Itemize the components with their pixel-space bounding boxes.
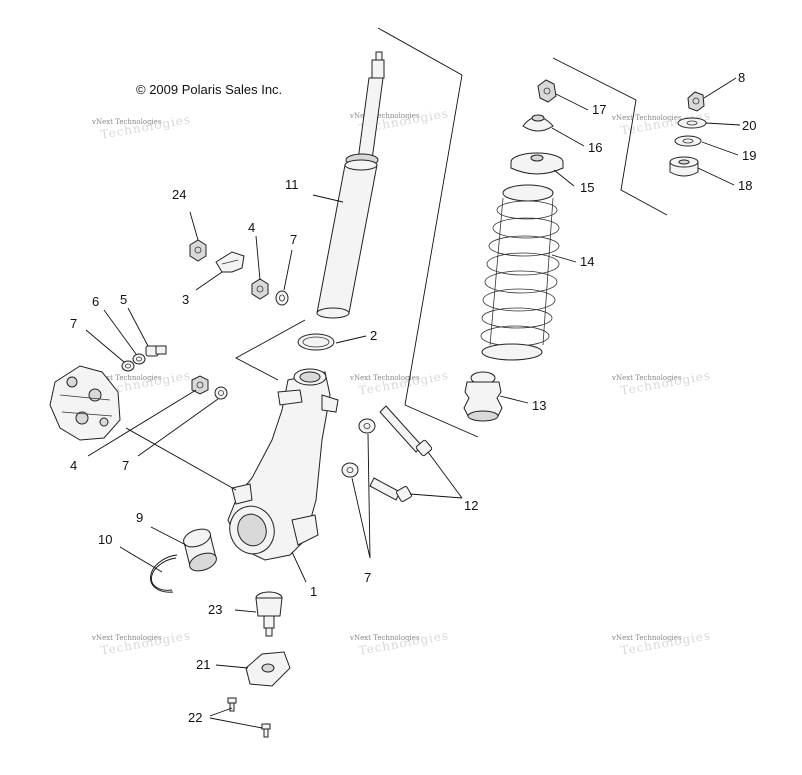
callout-10: 10 xyxy=(98,532,112,547)
callout-6: 6 xyxy=(92,294,99,309)
nut xyxy=(537,79,557,103)
callout-13: 13 xyxy=(532,398,546,413)
nut xyxy=(191,375,209,395)
bushing xyxy=(674,135,702,147)
nut xyxy=(687,91,705,112)
callout-15: 15 xyxy=(580,180,594,195)
callout-3: 3 xyxy=(182,292,189,307)
nut xyxy=(251,278,269,300)
washer xyxy=(132,353,146,365)
callout-16: 16 xyxy=(588,140,602,155)
screw xyxy=(261,723,271,738)
callout-7: 7 xyxy=(122,458,129,473)
callout-4: 4 xyxy=(248,220,255,235)
knuckle-group-bracket xyxy=(235,319,306,381)
washer xyxy=(358,418,376,434)
washer xyxy=(275,290,289,306)
callout-7: 7 xyxy=(70,316,77,331)
callout-22: 22 xyxy=(188,710,202,725)
washer xyxy=(121,360,135,372)
washer xyxy=(341,462,359,478)
mounting-plate xyxy=(245,651,291,687)
strut-body xyxy=(316,51,385,319)
callout-7: 7 xyxy=(364,570,371,585)
screw xyxy=(227,697,237,712)
callout-17: 17 xyxy=(592,102,606,117)
callout-23: 23 xyxy=(208,602,222,617)
callout-11: 11 xyxy=(285,177,299,192)
nut xyxy=(189,239,207,262)
bolt xyxy=(369,477,412,502)
callout-21: 21 xyxy=(196,657,210,672)
callout-4: 4 xyxy=(70,458,77,473)
ball-joint xyxy=(255,591,283,637)
bolt xyxy=(379,405,433,457)
callout-19: 19 xyxy=(742,148,756,163)
callout-9: 9 xyxy=(136,510,143,525)
callout-12: 12 xyxy=(464,498,478,513)
bolt xyxy=(145,345,167,357)
callout-20: 20 xyxy=(742,118,756,133)
coil-spring xyxy=(480,184,560,361)
wheel-bearing xyxy=(183,528,217,572)
washer xyxy=(677,117,707,129)
callout-5: 5 xyxy=(120,292,127,307)
callout-7: 7 xyxy=(290,232,297,247)
spring-seat xyxy=(510,152,564,175)
callout-1: 1 xyxy=(310,584,317,599)
jounce-bumper xyxy=(463,371,503,422)
brake-caliper xyxy=(49,365,121,441)
steering-knuckle xyxy=(227,368,339,561)
washer xyxy=(214,386,228,400)
snap-ring xyxy=(150,554,178,593)
callout-24: 24 xyxy=(172,187,186,202)
callout-14: 14 xyxy=(580,254,594,269)
copyright-notice: © 2009 Polaris Sales Inc. xyxy=(136,82,283,97)
top-mount-group-bracket xyxy=(552,57,668,216)
strut-group-bracket xyxy=(377,27,479,438)
callout-18: 18 xyxy=(738,178,752,193)
callout-2: 2 xyxy=(370,328,377,343)
bushing xyxy=(669,156,699,177)
upper-mount xyxy=(522,114,554,132)
callout-8: 8 xyxy=(738,70,745,85)
leader-lines xyxy=(85,77,741,729)
